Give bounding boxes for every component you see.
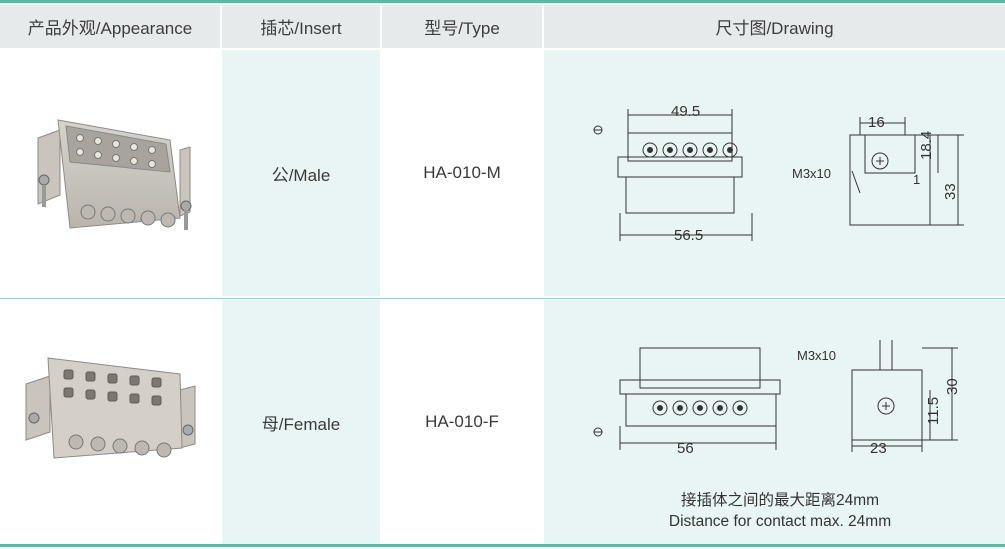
row2-type-cell: HA-010-F xyxy=(382,300,542,544)
female-dim-56: 56 xyxy=(677,440,694,457)
bottom-border xyxy=(0,544,1005,547)
female-dim-30: 30 xyxy=(944,378,961,395)
male-dim-49-5: 49.5 xyxy=(671,103,701,120)
row2-drawing-cell xyxy=(544,300,1005,544)
row1-type: HA-010-M xyxy=(423,163,501,182)
female-dim-23: 23 xyxy=(870,440,887,457)
row1-type-cell: HA-010-M xyxy=(382,50,542,296)
header-insert: 插芯/Insert xyxy=(222,5,380,48)
row-divider xyxy=(0,298,1005,299)
contact-distance-note-en: Distance for contact max. 24mm xyxy=(668,513,892,530)
female-dimension-drawing xyxy=(593,340,958,452)
female-screw-label: M3x10 xyxy=(797,348,837,363)
row1-insert: 公/Male xyxy=(271,165,331,185)
top-border xyxy=(0,0,1005,3)
row1-insert-cell: 公/Male xyxy=(222,50,380,296)
header-appearance: 产品外观/Appearance xyxy=(0,5,220,48)
row2-insert-cell: 母/Female xyxy=(222,300,380,544)
male-dim-33: 33 xyxy=(942,183,959,200)
male-dim-56-5: 56.5 xyxy=(674,227,704,244)
row1-drawing-cell xyxy=(544,50,1005,296)
male-dimension-drawing xyxy=(593,109,964,241)
female-connector-photo xyxy=(25,357,196,459)
header-drawing: 尺寸图/Drawing xyxy=(544,5,1005,48)
row2-type: HA-010-F xyxy=(425,412,499,431)
header-type: 型号/Type xyxy=(382,5,542,48)
male-dim-1: 1 xyxy=(913,172,921,187)
contact-distance-note-cn: 接插体之间的最大距离24mm xyxy=(680,492,880,509)
row2-insert: 母/Female xyxy=(261,414,341,434)
female-dim-11-5: 11.5 xyxy=(925,396,942,425)
male-dim-18-4: 18.4 xyxy=(918,130,935,160)
male-dim-16: 16 xyxy=(868,114,885,131)
male-screw-label: M3x10 xyxy=(792,166,832,181)
male-connector-photo xyxy=(37,119,192,230)
